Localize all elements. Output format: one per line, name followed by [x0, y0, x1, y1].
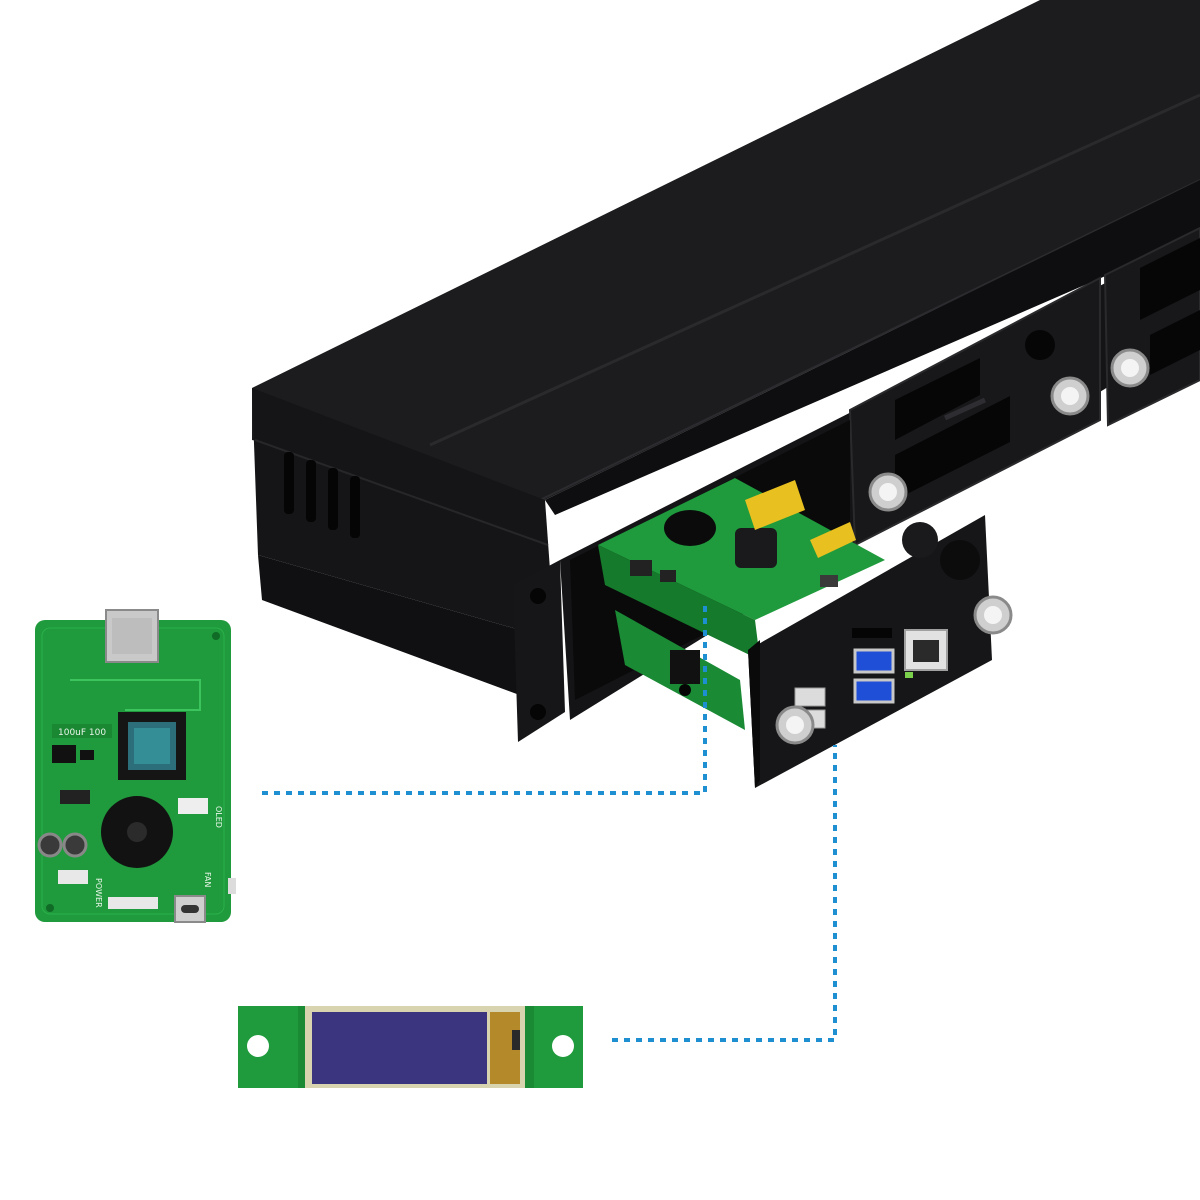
power-button	[902, 522, 980, 580]
thumb-screw	[775, 705, 815, 745]
pcb-board: 100uF 100 OLED FAN POWER	[35, 609, 236, 923]
connector-line-oled	[612, 745, 837, 1042]
thumb-screw	[868, 472, 908, 512]
drive-bay	[848, 276, 1101, 547]
usb-port	[853, 648, 895, 704]
vent-slots	[284, 452, 360, 538]
capacitor-marking-text: 100uF 100	[58, 728, 106, 738]
inserted-module	[598, 348, 1150, 788]
connector-lines	[262, 605, 837, 1042]
thumb-screw	[973, 595, 1013, 635]
rack-ear	[513, 560, 565, 742]
oled-display-module	[238, 1006, 583, 1088]
fan-silk-label: FAN	[203, 872, 212, 887]
oled-silk-label: OLED	[214, 806, 223, 828]
fan-icon	[101, 796, 173, 868]
power-silk-label: POWER	[94, 878, 103, 908]
thumb-screw	[1110, 348, 1150, 388]
ethernet-port	[904, 629, 948, 678]
thumb-screw	[1050, 376, 1090, 416]
connector-line-pcb	[262, 605, 707, 795]
